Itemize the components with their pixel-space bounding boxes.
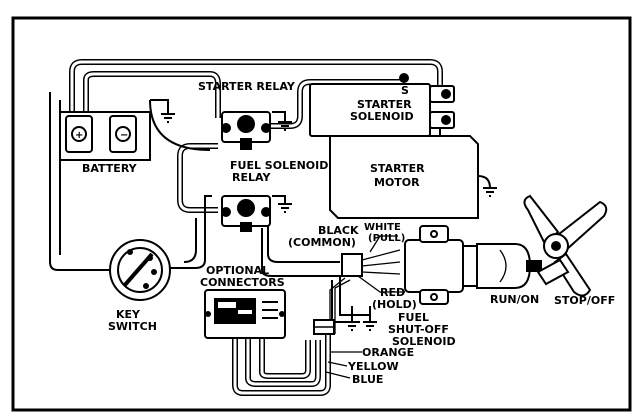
fuel-shutoff-label-2: SHUT-OFF: [388, 323, 449, 336]
white-pull-label-1: WHITE: [364, 222, 401, 233]
ground-symbol: [363, 306, 377, 331]
fuel-shutoff-label-1: FUEL: [398, 311, 429, 324]
ground-symbol: [272, 111, 292, 131]
starter-motor-label-2: MOTOR: [374, 176, 420, 189]
ground-symbol: [160, 99, 175, 123]
stop-off-label: STOP/OFF: [554, 294, 615, 307]
battery-label: BATTERY: [82, 162, 138, 175]
fuel-solenoid-relay-label-2: RELAY: [232, 171, 271, 184]
wiring: [49, 59, 491, 396]
starter-solenoid-label-2: SOLENOID: [350, 110, 414, 123]
yellow-label: YELLOW: [347, 360, 399, 373]
starter-motor: STARTER MOTOR: [329, 135, 479, 219]
fuel-solenoid-relay-label-1: FUEL SOLENOID: [230, 159, 328, 172]
orange-label: ORANGE: [362, 346, 414, 359]
key-switch: KEY SWITCH: [108, 239, 171, 333]
fuel-shutoff-label-3: SOLENOID: [392, 335, 456, 348]
battery: + − BATTERY: [59, 111, 151, 175]
fuel-shutoff-solenoid: FUEL SHUT-OFF SOLENOID: [388, 225, 542, 348]
battery-plus: +: [75, 130, 83, 141]
optional-connectors-module: OPTIONAL CONNECTORS: [200, 264, 286, 339]
ground-symbol: [272, 195, 292, 213]
ground-symbol: [345, 306, 359, 331]
wire-labels: BLACK (COMMON) WHITE (PULL) RED (HOLD) O…: [288, 222, 417, 386]
red-hold-label-2: (HOLD): [372, 298, 417, 311]
red-hold-label-1: RED: [380, 286, 405, 299]
starter-solenoid-label-1: STARTER: [357, 98, 412, 111]
starter-relay-label: STARTER RELAY: [198, 80, 296, 93]
starter-motor-label-1: STARTER: [370, 162, 425, 175]
fuel-solenoid-relay: FUEL SOLENOID RELAY: [221, 159, 328, 232]
battery-minus: −: [120, 130, 128, 141]
ground-symbol: [483, 187, 497, 197]
run-on-label: RUN/ON: [490, 293, 539, 306]
starter-solenoid: S STARTER SOLENOID: [309, 73, 455, 137]
blue-label: BLUE: [352, 373, 383, 386]
key-switch-label-2: SWITCH: [108, 320, 157, 333]
starter-relay: STARTER RELAY: [198, 80, 296, 150]
s-terminal-label: S: [401, 84, 409, 97]
shutoff-lever: RUN/ON STOP/OFF: [490, 194, 615, 307]
black-common-label-1: BLACK: [318, 224, 359, 237]
optional-connectors-label-2: CONNECTORS: [200, 276, 285, 289]
diagram-border: [11, 16, 632, 412]
white-pull-label-2: (PULL): [368, 233, 405, 244]
optional-connectors-label-1: OPTIONAL: [206, 264, 269, 277]
key-switch-label-1: KEY: [116, 308, 141, 321]
black-common-label-2: (COMMON): [288, 236, 356, 249]
connector-block: [313, 253, 363, 335]
